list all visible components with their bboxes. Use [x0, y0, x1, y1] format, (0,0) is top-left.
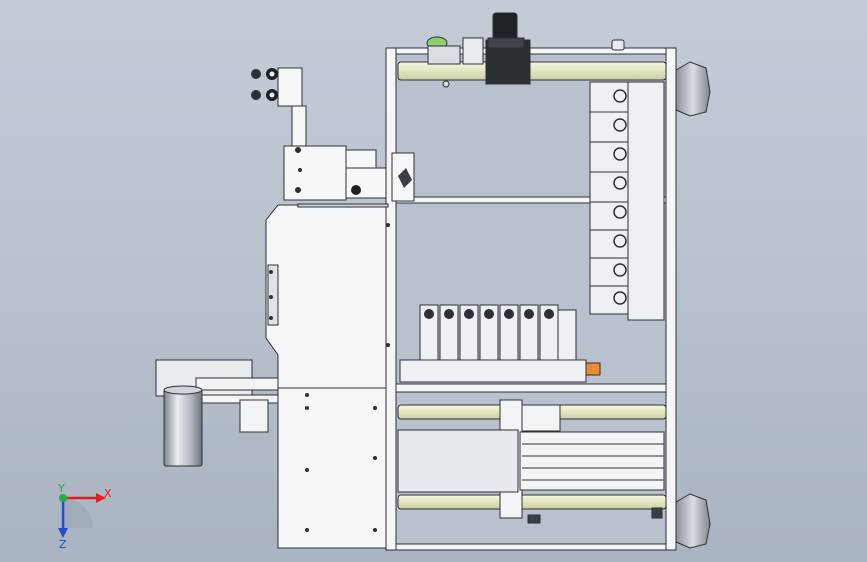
axis-y-label: Y — [57, 482, 65, 495]
valve-manifold — [399, 304, 601, 383]
axis-x-label: X — [104, 487, 112, 500]
fitting-knobs — [251, 68, 412, 195]
valve-coils-right — [613, 89, 627, 305]
side-knob-upper — [675, 61, 711, 117]
linear-actuator — [397, 399, 665, 524]
axis-z-label: Z — [59, 538, 67, 551]
motor-arm — [155, 359, 279, 433]
gripper-bracket — [277, 67, 415, 208]
coordinate-triad-icon — [58, 493, 106, 538]
top-components — [426, 12, 625, 88]
valve-stack-right — [589, 81, 665, 321]
lower-rollers — [397, 404, 667, 510]
side-knob-lower — [675, 493, 711, 549]
left-support-plate — [265, 204, 387, 549]
top-roller — [397, 61, 667, 81]
motor-icon — [163, 385, 203, 467]
mounting-screws — [269, 223, 390, 532]
manifold-coils — [424, 309, 554, 319]
